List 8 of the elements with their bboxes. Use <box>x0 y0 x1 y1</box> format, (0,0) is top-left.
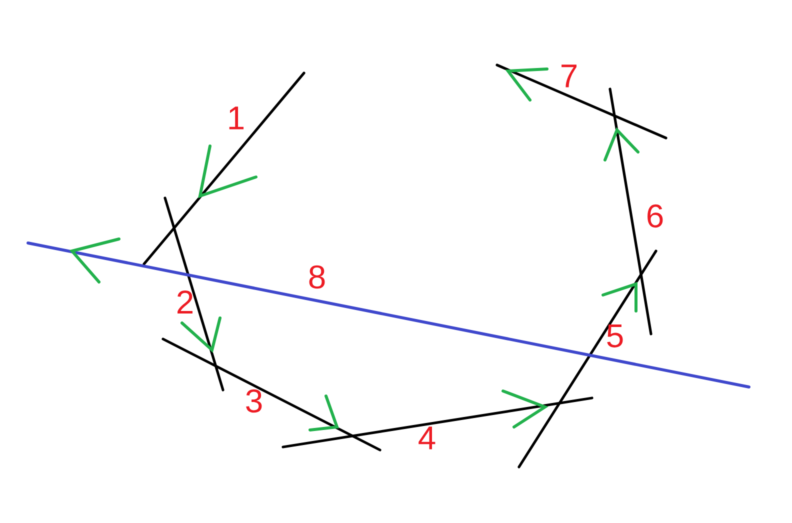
number-label: 8 <box>309 265 325 289</box>
number-label: 7 <box>562 64 576 88</box>
number-label: 5 <box>607 324 623 348</box>
number-label: 2 <box>178 290 192 314</box>
number-label: 4 <box>418 426 436 450</box>
number-label: 6 <box>648 204 663 228</box>
number-label: 3 <box>246 389 262 413</box>
number-label: 1 <box>229 106 244 130</box>
